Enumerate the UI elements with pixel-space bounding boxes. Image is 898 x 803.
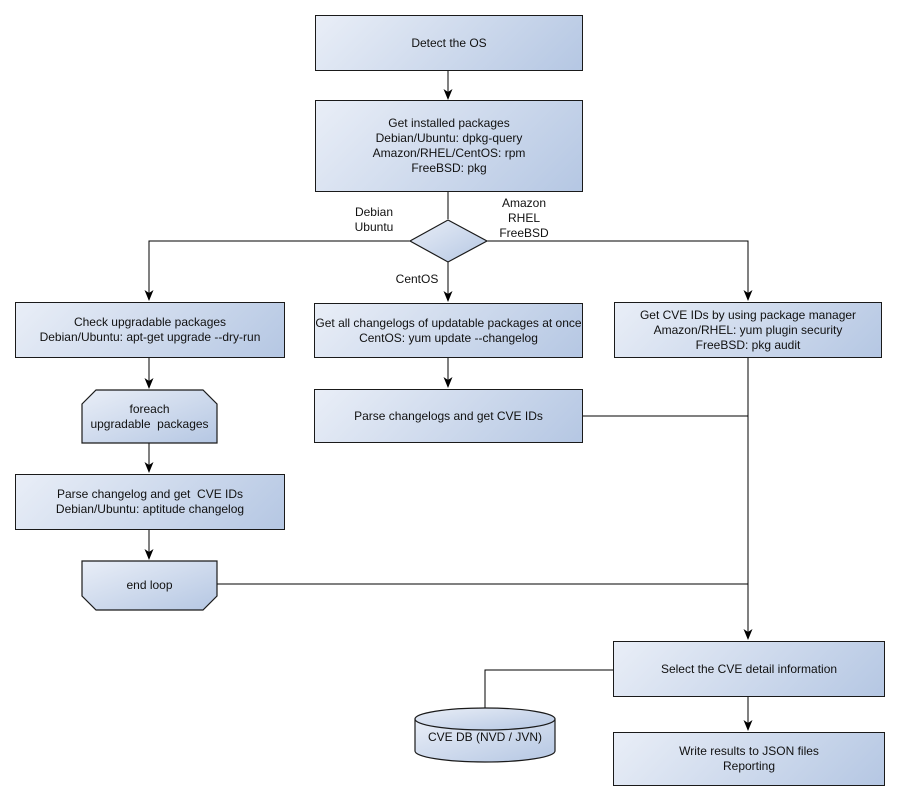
decision-diamond	[408, 219, 489, 263]
loop-end-shape	[81, 560, 218, 611]
node-get-all-changelogs: Get all changelogs of updatable packages…	[314, 303, 583, 358]
edge-label-debian-ubuntu: Debian Ubuntu	[354, 205, 394, 234]
node-detect-os: Detect the OS	[315, 15, 583, 71]
node-parse-changelog-debian-label: Parse changelog and get CVE IDs Debian/U…	[55, 487, 245, 516]
database-cylinder-top	[414, 707, 556, 731]
node-parse-changelogs: Parse changelogs and get CVE IDs	[314, 389, 583, 443]
node-write-results: Write results to JSON files Reporting	[613, 732, 885, 786]
node-write-results-label: Write results to JSON files Reporting	[679, 744, 819, 773]
node-get-cve-ids-pkg-manager-label: Get CVE IDs by using package manager Ama…	[639, 307, 857, 352]
node-get-installed-packages: Get installed packages Debian/Ubuntu: dp…	[315, 100, 583, 192]
node-parse-changelogs-label: Parse changelogs and get CVE IDs	[354, 408, 543, 423]
node-select-cve-detail-label: Select the CVE detail information	[660, 661, 838, 676]
node-select-cve-detail: Select the CVE detail information	[613, 641, 885, 697]
node-check-upgradable-packages: Check upgradable packages Debian/Ubuntu:…	[15, 302, 285, 358]
database-cylinder-body	[414, 719, 556, 763]
node-get-installed-packages-label: Get installed packages Debian/Ubuntu: dp…	[372, 116, 526, 175]
loop-start-shape	[81, 389, 218, 444]
node-parse-changelog-debian: Parse changelog and get CVE IDs Debian/U…	[15, 474, 285, 530]
connector-cvedb-to-select	[484, 669, 613, 708]
connector-decision-to-right	[487, 240, 753, 301]
node-check-upgradable-packages-label: Check upgradable packages Debian/Ubuntu:…	[39, 315, 261, 344]
node-get-all-changelogs-label: Get all changelogs of updatable packages…	[315, 315, 582, 345]
connector-decision-to-left	[144, 240, 410, 301]
node-get-cve-ids-pkg-manager: Get CVE IDs by using package manager Ama…	[614, 302, 882, 358]
node-detect-os-label: Detect the OS	[411, 35, 487, 50]
edge-label-amazon-rhel-freebsd: Amazon RHEL FreeBSD	[499, 195, 549, 240]
edge-label-centos: CentOS	[395, 271, 439, 286]
